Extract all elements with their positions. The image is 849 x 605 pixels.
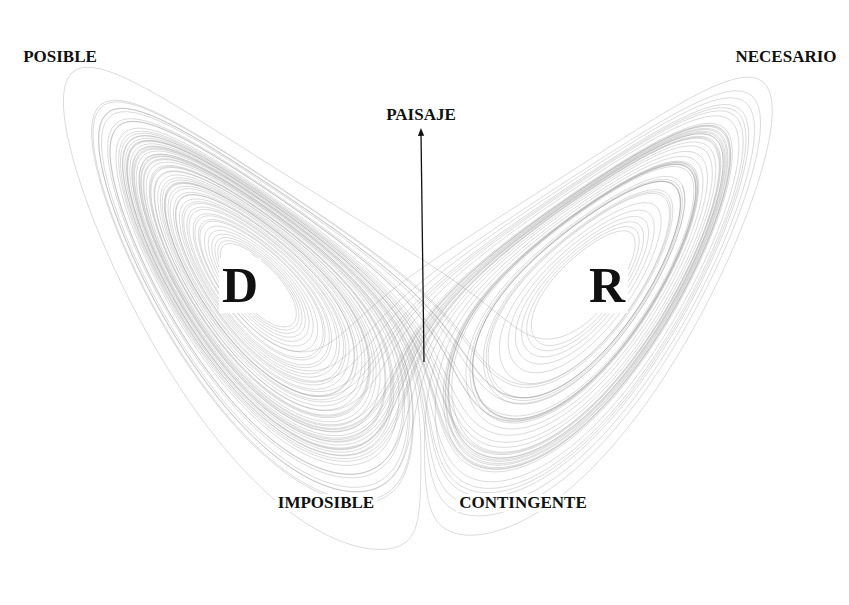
- bottom-label: IMPOSIBLE: [275, 494, 377, 513]
- corner-label: NECESARIO: [732, 48, 839, 67]
- corner-label: POSIBLE: [20, 48, 100, 67]
- axis-label: PAISAJE: [383, 106, 459, 125]
- bottom-label: CONTINGENTE: [456, 494, 590, 513]
- pole-letter: D: [219, 258, 261, 313]
- landscape-arrow: [421, 132, 424, 362]
- attractor-curves: [63, 67, 772, 549]
- pole-letter: R: [586, 258, 628, 313]
- trajectory: [63, 67, 772, 549]
